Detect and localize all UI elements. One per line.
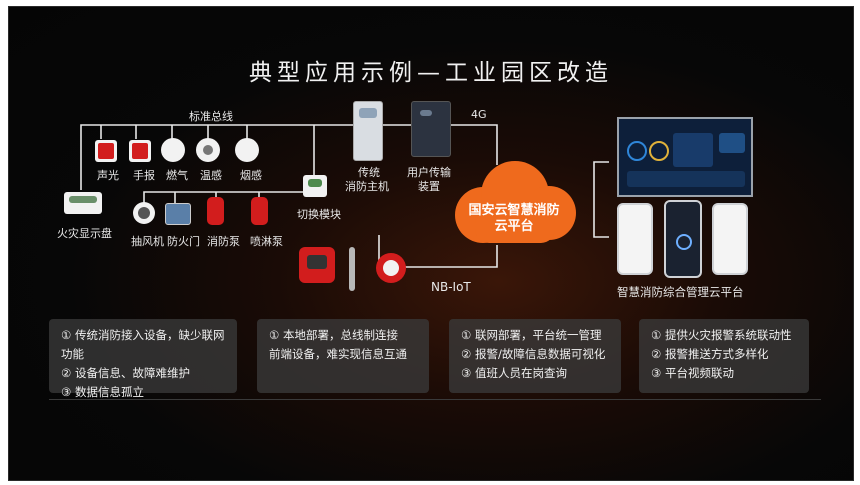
panel-1-line-3: ③ 数据信息孤立 [61,385,144,399]
sprinkler-pump-icon [251,197,268,225]
label-shoubao: 手报 [133,169,155,182]
panel-3-line-3: ③ 值班人员在岗查询 [461,366,567,380]
label-ranqi: 燃气 [166,169,188,182]
panel-2-line-2: 前端设备，难实现信息互通 [269,347,407,361]
platform-dashboard-screen [617,117,753,197]
cloud-label-1: 国安云智慧消防 [468,203,560,218]
label-4g: 4G [471,108,487,121]
panel-1-line-1: ① 传统消防接入设备，缺少联网功能 [61,328,225,361]
label-display-panel: 火灾显示盘 [57,227,112,240]
panel-4-line-3: ③ 平台视频联动 [651,366,734,380]
phone-app-2 [664,200,702,278]
fire-pump-icon [207,197,224,225]
panel-local-deploy: ① 本地部署，总线制连接 前端设备，难实现信息互通 [257,319,429,393]
fire-door-icon [165,203,191,225]
wireless-detector-icon [299,247,335,283]
platform-label: 智慧消防综合管理云平台 [617,285,744,299]
bus-line-top [80,124,361,190]
label-fan: 抽风机 [131,235,164,248]
phone-app-1 [617,203,653,275]
label-transmit-1: 用户传输 [407,166,451,179]
panel-4-line-1: ① 提供火灾报警系统联动性 [651,328,792,342]
panel-3-line-1: ① 联网部署，平台统一管理 [461,328,602,342]
slide-frame: 典型应用示例—工业园区改造 标准总线 [8,6,854,481]
panel-1-line-2: ② 设备信息、故障难维护 [61,366,190,380]
label-host-2: 消防主机 [345,180,389,193]
link-nbiot [378,235,498,268]
user-transmission-icon [411,101,451,157]
slide-title: 典型应用示例—工业园区改造 [249,60,613,86]
label-nbiot: NB-IoT [431,280,471,294]
link-platform-screen [593,161,609,189]
panel-3-line-2: ② 报警/故障信息数据可视化 [461,347,606,361]
exhaust-fan-icon [133,202,155,224]
label-transmit-2: 装置 [418,180,440,193]
bus-label: 标准总线 [189,110,233,123]
panel-platform-features: ① 提供火灾报警系统联动性 ② 报警推送方式多样化 ③ 平台视频联动 [639,319,809,393]
link-platform-phones [593,189,609,238]
cloud-icon [455,161,576,243]
phone-app-3 [712,203,748,275]
switch-module-icon [303,175,327,197]
smoke-detector-icon [235,138,259,162]
panel-network-deploy: ① 联网部署，平台统一管理 ② 报警/故障信息数据可视化 ③ 值班人员在岗查询 [449,319,621,393]
bus-line-lower [143,191,314,204]
label-fire-pump: 消防泵 [207,235,240,248]
fire-host-icon [353,101,383,161]
fire-display-panel-icon [64,192,102,214]
sound-light-alarm-icon [95,140,117,162]
label-fire-door: 防火门 [167,235,200,248]
wireless-pressure-gauge-icon [376,253,406,283]
cloud-label-2: 云平台 [494,219,534,234]
label-host-1: 传统 [358,166,380,179]
label-sprinkler-pump: 喷淋泵 [250,235,283,248]
panel-problems: ① 传统消防接入设备，缺少联网功能 ② 设备信息、故障难维护 ③ 数据信息孤立 [49,319,237,399]
gas-detector-icon [161,138,185,162]
label-wengan: 温感 [200,169,222,182]
panel-4-line-2: ② 报警推送方式多样化 [651,347,769,361]
label-yangan: 烟感 [240,169,262,182]
label-switch-module: 切换模块 [297,208,341,221]
manual-alarm-icon [129,140,151,162]
panel-2-line-1: ① 本地部署，总线制连接 [269,328,398,342]
heat-detector-icon [196,138,220,162]
link-4g [449,124,498,165]
label-shengguang: 声光 [97,169,119,182]
pressure-sensor-icon [349,247,355,291]
bottom-divider [49,399,821,400]
